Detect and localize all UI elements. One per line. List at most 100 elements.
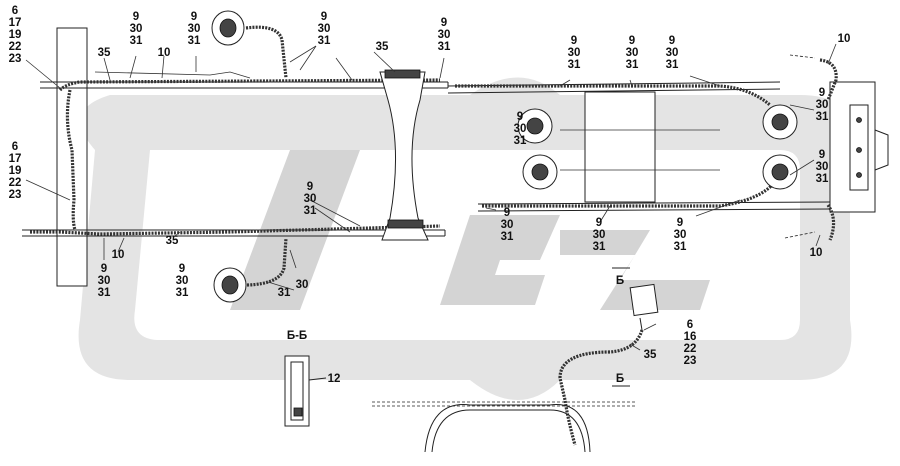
upper-brake-line: [58, 78, 441, 92]
rear-lower-brake-line: [482, 180, 777, 208]
callout-number: 30: [438, 29, 451, 41]
rear-lower-rail: [477, 201, 831, 212]
callout-number: 35: [376, 41, 389, 53]
brake-chamber-rear-left-upper: [517, 108, 553, 144]
callout-number: 9: [571, 35, 577, 47]
callout-number: 23: [9, 53, 22, 65]
callout-c-section-b2: Б: [616, 373, 624, 385]
callout-number: 6: [12, 5, 18, 17]
rear-end-frame: [829, 81, 889, 213]
brake-chamber-rear-left-lower: [522, 154, 558, 190]
watermark-logo: [78, 77, 852, 400]
callout-number: Б: [616, 275, 624, 287]
callout-c-bot-35: 35: [166, 235, 179, 247]
callout-number: 31: [514, 135, 527, 147]
callout-number: 9: [596, 217, 602, 229]
callout-number: 30: [674, 229, 687, 241]
callout-number: 31: [188, 35, 201, 47]
callout-number: Б-Б: [287, 330, 307, 342]
brake-chamber-rear-right-upper: [762, 104, 798, 140]
callout-number: 6: [687, 319, 693, 331]
callout-number: 31: [568, 59, 581, 71]
callout-number: 31: [176, 287, 189, 299]
callout-c-top-10: 10: [158, 47, 171, 59]
callout-c-right-10b: 10: [810, 247, 823, 259]
callout-number: 30: [501, 219, 514, 231]
callout-number: 35: [644, 349, 657, 361]
callout-c-bot-30: 30: [296, 279, 309, 291]
callout-number: 30: [130, 23, 143, 35]
callout-number: 12: [328, 373, 341, 385]
rear-lower-coupling-hose: [826, 204, 836, 241]
callout-c-top-35a: 35: [98, 47, 111, 59]
callout-number: 9: [441, 17, 447, 29]
callout-number: 9: [504, 207, 510, 219]
rear-crossmember-box: [584, 91, 656, 203]
upper-wiring: [94, 71, 251, 79]
callout-number: 22: [9, 177, 22, 189]
rear-upper-coupling-hose: [819, 58, 838, 101]
callout-number: 30: [318, 23, 331, 35]
callout-number: 31: [278, 287, 291, 299]
callout-number: Б: [616, 373, 624, 385]
callout-number: 9: [179, 263, 185, 275]
brake-chamber-lower-front: [213, 237, 288, 303]
callout-number: 30: [514, 123, 527, 135]
callout-number: 9: [101, 263, 107, 275]
callout-number: 9: [307, 181, 313, 193]
callout-number: 30: [304, 193, 317, 205]
callout-number: 30: [626, 47, 639, 59]
callout-number: 9: [191, 11, 197, 23]
callout-number: 10: [158, 47, 171, 59]
callout-number: 22: [684, 343, 697, 355]
callout-number: 19: [9, 29, 22, 41]
detail-hose: [558, 329, 644, 446]
callout-number: 6: [12, 141, 18, 153]
callout-c-section-b1: Б: [616, 275, 624, 287]
callout-number: 9: [669, 35, 675, 47]
callout-number: 31: [130, 35, 143, 47]
callout-number: 31: [816, 173, 829, 185]
rear-lower-dash: [784, 231, 816, 239]
callout-number: 35: [166, 235, 179, 247]
callout-number: 30: [98, 275, 111, 287]
callout-number: 30: [188, 23, 201, 35]
callout-c-bb-12: 12: [328, 373, 341, 385]
callout-number: 31: [666, 59, 679, 71]
callout-number: 10: [810, 247, 823, 259]
callout-number: 30: [593, 229, 606, 241]
callout-number: 9: [677, 217, 683, 229]
callout-number: 30: [816, 99, 829, 111]
rear-upper-dash: [789, 54, 816, 59]
callout-number: 16: [684, 331, 697, 343]
lower-axle-view: [372, 401, 636, 453]
callout-number: 9: [133, 11, 139, 23]
callout-number: 30: [816, 161, 829, 173]
lower-frame-rail: [22, 229, 446, 237]
callout-number: 9: [819, 87, 825, 99]
callout-c-bb-title: Б-Б: [287, 330, 307, 342]
callout-number: 9: [321, 11, 327, 23]
callout-number: 30: [666, 47, 679, 59]
callout-number: 17: [9, 153, 22, 165]
callout-number: 31: [98, 287, 111, 299]
callout-number: 23: [9, 189, 22, 201]
